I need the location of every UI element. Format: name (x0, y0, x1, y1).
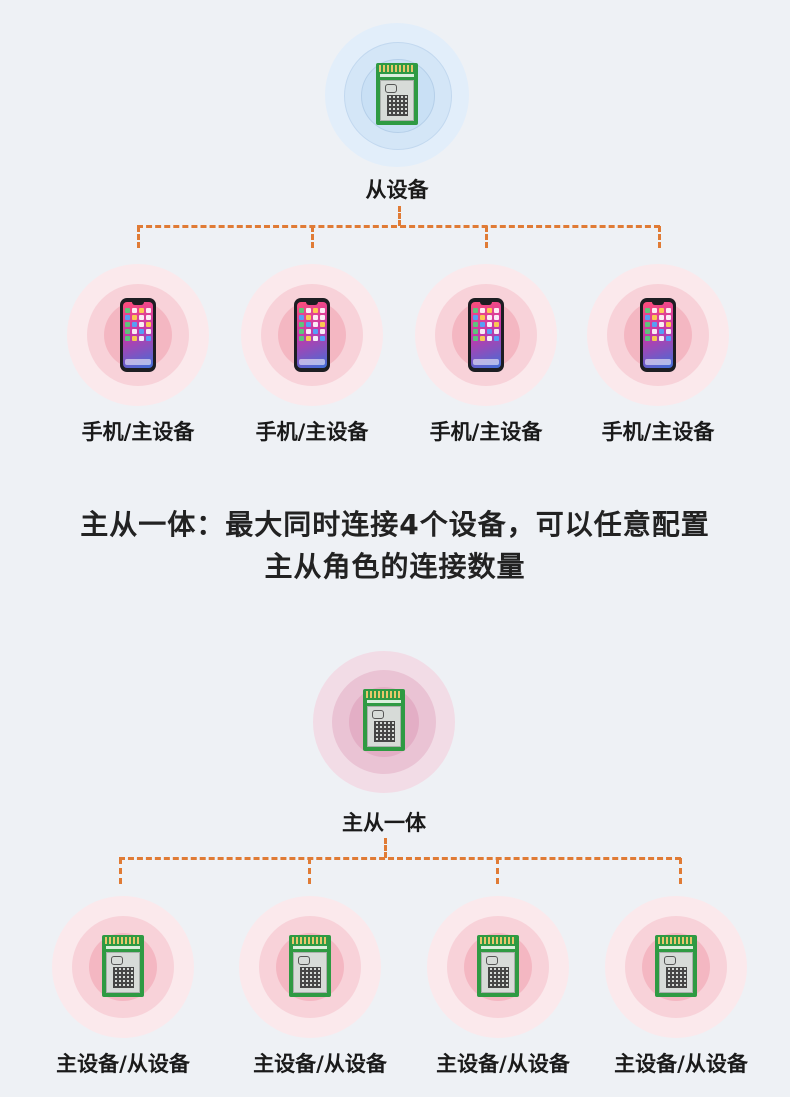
slave-node-label: 从设备 (365, 178, 429, 202)
master-node-label: 手机/主设备 (81, 420, 195, 444)
ble-module-icon (289, 935, 331, 997)
master-slave-node-label: 主设备/从设备 (436, 1052, 570, 1076)
headline-line-2: 主从角色的连接数量 (264, 550, 526, 583)
smartphone-icon (120, 298, 156, 372)
connector-branch (658, 226, 661, 248)
smartphone-icon (468, 298, 504, 372)
headline-line-1: 主从一体：最大同时连接4个设备，可以任意配置 (80, 508, 710, 541)
connector-bus (119, 857, 681, 860)
master-node-label: 手机/主设备 (255, 420, 369, 444)
connector-branch (137, 226, 140, 248)
master-slave-node-label: 主设备/从设备 (253, 1052, 387, 1076)
smartphone-icon (294, 298, 330, 372)
master-node-label: 手机/主设备 (601, 420, 715, 444)
connector-branch (679, 858, 682, 884)
master-slave-node-label: 主设备/从设备 (56, 1052, 190, 1076)
ble-module-icon (363, 689, 405, 751)
master-node-label: 手机/主设备 (429, 420, 543, 444)
hybrid-node-label: 主从一体 (342, 811, 426, 835)
connector-branch (311, 226, 314, 248)
ble-module-icon (477, 935, 519, 997)
smartphone-icon (640, 298, 676, 372)
connector-branch (485, 226, 488, 248)
connector-branch (119, 858, 122, 884)
connector-trunk (384, 838, 387, 858)
connector-bus (137, 225, 660, 228)
connector-branch (496, 858, 499, 884)
ble-module-icon (102, 935, 144, 997)
connector-trunk (398, 206, 401, 226)
master-slave-node-label: 主设备/从设备 (614, 1052, 748, 1076)
ble-module-icon (376, 63, 418, 125)
ble-module-icon (655, 935, 697, 997)
connector-branch (308, 858, 311, 884)
